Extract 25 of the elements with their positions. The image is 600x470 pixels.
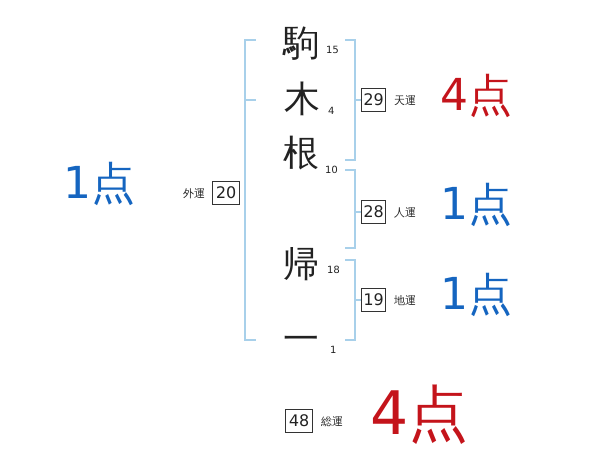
stroke-count: 18 — [327, 266, 340, 276]
fortune-number: 48 — [285, 409, 313, 433]
stroke-count: 4 — [328, 107, 334, 117]
stroke-count: 10 — [325, 166, 338, 176]
fortune-number: 19 — [361, 288, 386, 312]
fortune-number: 29 — [361, 88, 386, 112]
score: 1点 — [440, 183, 512, 227]
score: 1点 — [63, 162, 135, 206]
stroke-count: 1 — [330, 346, 336, 356]
name-character: 帰 — [283, 247, 319, 283]
score: 4点 — [440, 74, 512, 118]
score: 1点 — [440, 273, 512, 317]
name-character: 一 — [283, 322, 319, 358]
fortune-name: 地運 — [394, 295, 416, 306]
name-character: 木 — [284, 82, 320, 118]
fortune-name: 総運 — [321, 416, 343, 427]
fortune-name: 人運 — [394, 207, 416, 218]
score: 4点 — [370, 384, 468, 444]
stroke-count: 15 — [326, 46, 339, 56]
fortune-name: 外運 — [183, 188, 205, 199]
fortune-number: 20 — [212, 181, 240, 205]
name-character: 根 — [283, 136, 319, 172]
fortune-number: 28 — [361, 200, 386, 224]
fortune-name: 天運 — [394, 95, 416, 106]
name-character: 駒 — [283, 26, 319, 62]
